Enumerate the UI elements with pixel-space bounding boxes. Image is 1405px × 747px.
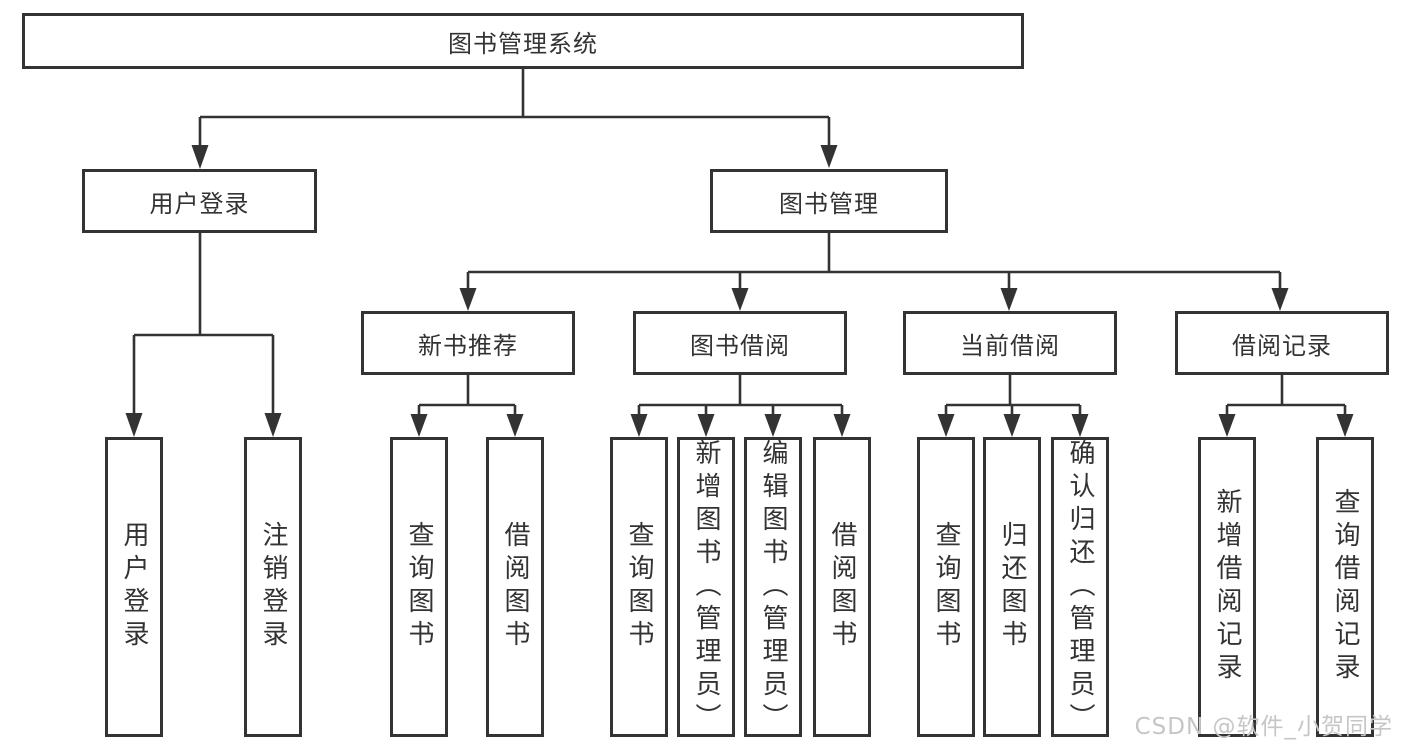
node-label: 注销登录 bbox=[258, 521, 288, 653]
node-label: 查询图书 bbox=[404, 521, 434, 653]
leaf-add-book-admin: 新增图书（管理员） bbox=[677, 437, 735, 737]
node-label: 图书借阅 bbox=[690, 331, 790, 360]
node-label: 借阅记录 bbox=[1232, 331, 1332, 360]
node-label: 归还图书 bbox=[997, 521, 1027, 653]
node-label: 编辑图书（管理员） bbox=[758, 438, 788, 736]
node-label: 查询图书 bbox=[624, 521, 654, 653]
leaf-borrow-book-1: 借阅图书 bbox=[486, 437, 544, 737]
leaf-query-book-1: 查询图书 bbox=[390, 437, 448, 737]
node-new-book-recommend: 新书推荐 bbox=[361, 311, 575, 375]
node-label: 用户登录 bbox=[149, 189, 250, 218]
node-book-management: 图书管理 bbox=[710, 169, 948, 233]
node-user-login: 用户登录 bbox=[82, 169, 317, 233]
node-label: 借阅图书 bbox=[500, 521, 530, 653]
node-label: 查询图书 bbox=[931, 521, 961, 653]
arrowheads bbox=[125, 145, 1354, 437]
csdn-watermark: CSDN @软件_小贺同学 bbox=[1134, 714, 1393, 740]
leaf-confirm-return-admin: 确认归还（管理员） bbox=[1051, 437, 1109, 737]
node-label: 新增图书（管理员） bbox=[691, 438, 721, 736]
node-borrow-record: 借阅记录 bbox=[1175, 311, 1389, 375]
leaf-user-login: 用户登录 bbox=[105, 437, 163, 737]
node-library-management-system: 图书管理系统 bbox=[22, 13, 1024, 69]
node-label: 新书推荐 bbox=[418, 331, 518, 360]
node-label: 用户登录 bbox=[119, 521, 149, 653]
leaf-return-book: 归还图书 bbox=[983, 437, 1041, 737]
node-book-borrow: 图书借阅 bbox=[633, 311, 847, 375]
node-label: 当前借阅 bbox=[960, 331, 1060, 360]
leaf-query-book-3: 查询图书 bbox=[917, 437, 975, 737]
node-current-borrow: 当前借阅 bbox=[903, 311, 1117, 375]
node-label: 图书管理系统 bbox=[448, 29, 598, 58]
node-label: 借阅图书 bbox=[827, 521, 857, 653]
leaf-edit-book-admin: 编辑图书（管理员） bbox=[744, 437, 802, 737]
node-label: 确认归还（管理员） bbox=[1065, 438, 1095, 736]
node-label: 新增借阅记录 bbox=[1212, 488, 1242, 686]
node-label: 图书管理 bbox=[779, 189, 879, 218]
leaf-add-borrow-record: 新增借阅记录 bbox=[1198, 437, 1256, 737]
leaf-logout: 注销登录 bbox=[244, 437, 302, 737]
node-label: 查询借阅记录 bbox=[1330, 488, 1360, 686]
leaf-borrow-book-2: 借阅图书 bbox=[813, 437, 871, 737]
leaf-query-book-2: 查询图书 bbox=[610, 437, 668, 737]
leaf-query-borrow-record: 查询借阅记录 bbox=[1316, 437, 1374, 737]
